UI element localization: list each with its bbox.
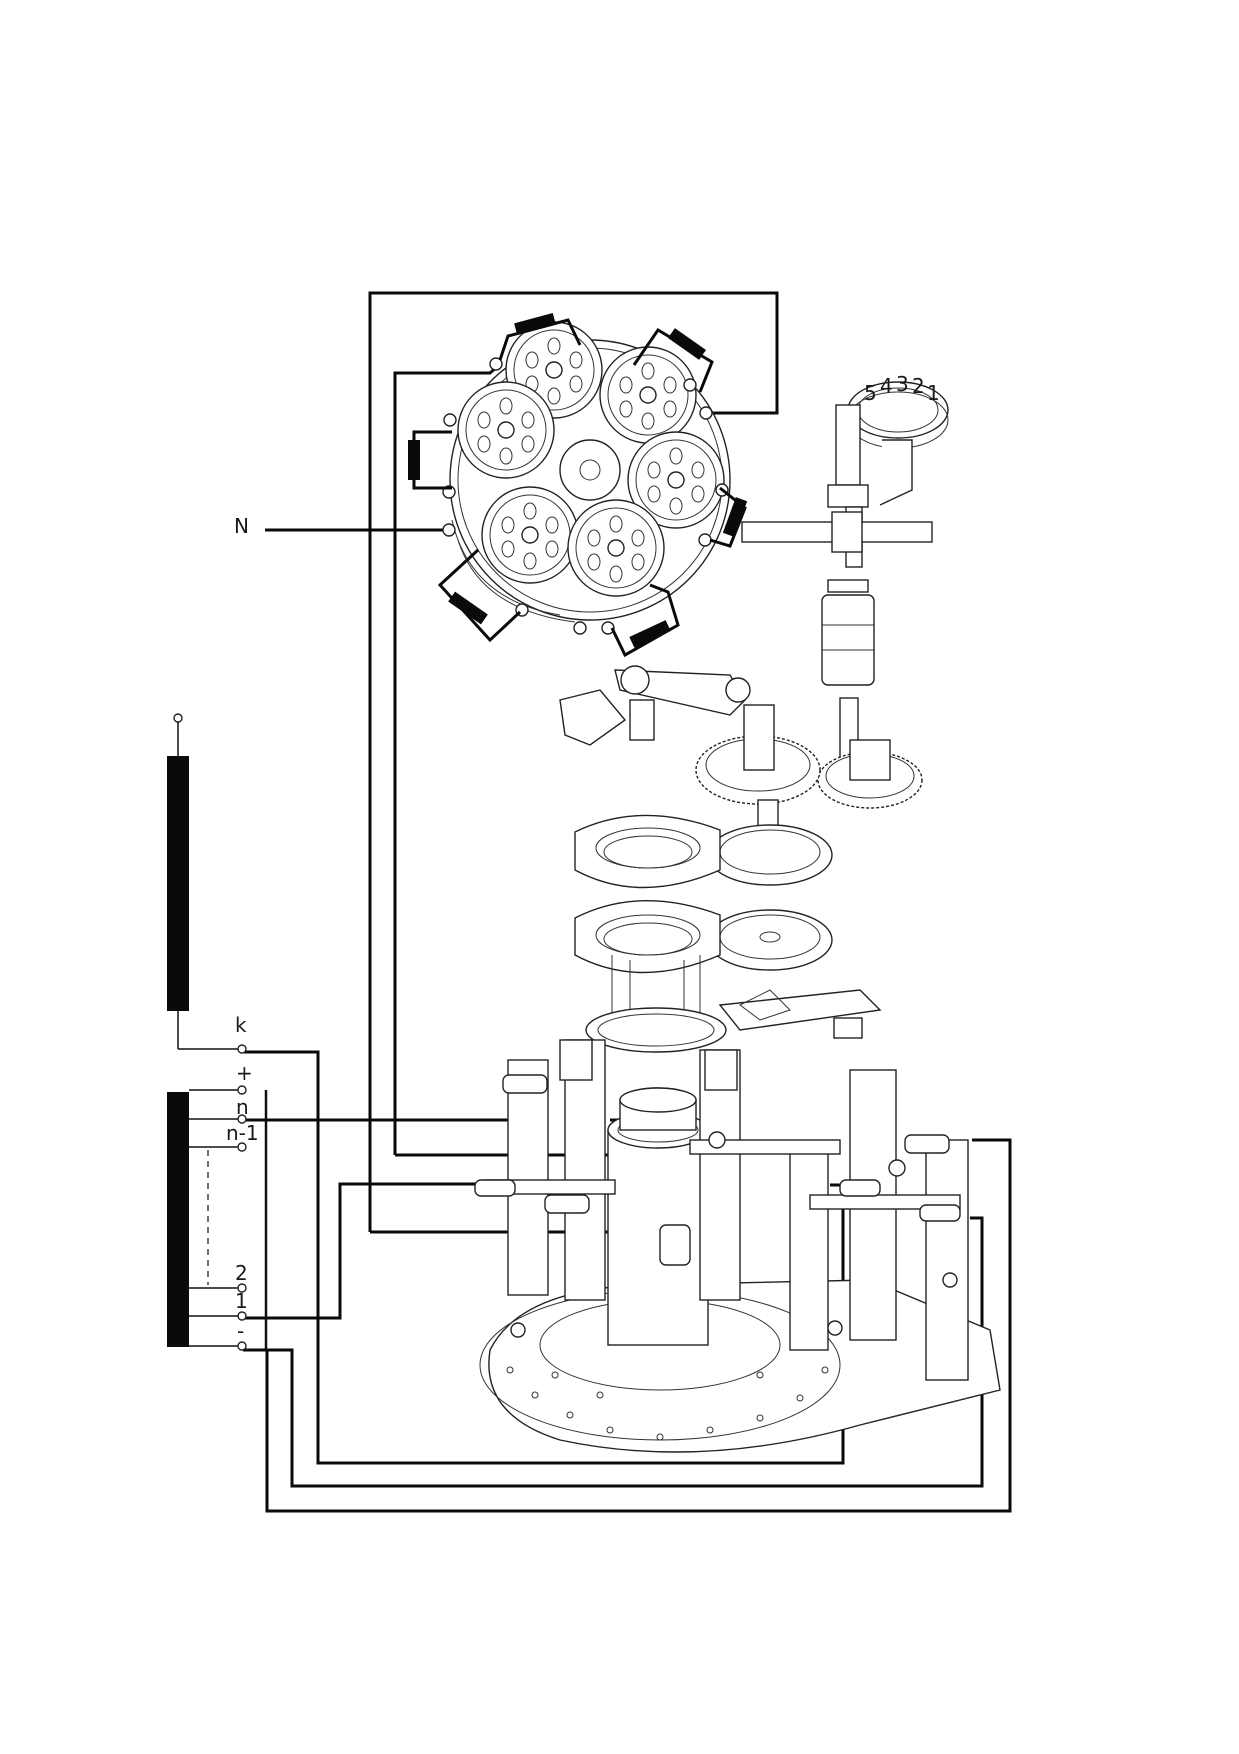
battery-column-top xyxy=(167,756,189,1011)
resistors xyxy=(408,313,748,658)
terminal-plus xyxy=(237,1085,247,1095)
disc-upper xyxy=(707,824,833,886)
wire-outer-loop xyxy=(368,291,779,1232)
cylinder-drum-group xyxy=(457,321,725,597)
top-electrode xyxy=(167,713,238,1050)
upright-left xyxy=(564,1039,606,1301)
disc-lower xyxy=(707,909,833,971)
terminal-n-minus-1 xyxy=(237,1142,247,1152)
coil-revolver xyxy=(408,313,748,658)
ring-stack xyxy=(574,814,727,1053)
plate-holes xyxy=(506,1366,829,1441)
svg-text:1: 1 xyxy=(927,381,940,405)
wire-tap-1 xyxy=(243,1182,480,1320)
svg-text:5: 5 xyxy=(864,381,877,405)
terminal-minus xyxy=(237,1341,247,1351)
svg-text:3: 3 xyxy=(896,372,909,396)
battery-column-bottom xyxy=(167,1092,189,1347)
base-mechanism xyxy=(474,989,1001,1453)
base-plate xyxy=(488,1279,1001,1453)
central-column xyxy=(607,1129,709,1346)
label-n-minus-1: n-1 xyxy=(226,1121,259,1145)
rim-terminals xyxy=(442,357,729,635)
terminal-k xyxy=(237,1044,247,1054)
coupling-cylinder xyxy=(821,594,875,686)
wire-minus xyxy=(243,1216,984,1488)
label-plus: + xyxy=(236,1061,253,1085)
terminal-1 xyxy=(237,1311,247,1321)
terminal-2 xyxy=(237,1283,247,1293)
label-1: 1 xyxy=(235,1289,248,1313)
terminal-labels: N k + n n-1 2 1 - xyxy=(226,514,259,1343)
label-k: k xyxy=(235,1013,247,1037)
label-N: N xyxy=(234,514,249,538)
battery-stack xyxy=(167,1044,268,1351)
clamp-set xyxy=(474,1074,961,1338)
ring-lower xyxy=(574,900,721,974)
shaft-assembly: 5 4 3 2 1 xyxy=(559,372,949,971)
svg-text:4: 4 xyxy=(880,374,893,398)
terminal-n xyxy=(237,1114,247,1124)
wire-return xyxy=(265,1138,1012,1513)
dial-digits: 5 4 3 2 1 xyxy=(864,372,940,405)
label-n: n xyxy=(236,1095,249,1119)
svg-text:2: 2 xyxy=(912,374,925,398)
label-2: 2 xyxy=(235,1261,248,1285)
label-minus: - xyxy=(237,1319,244,1343)
